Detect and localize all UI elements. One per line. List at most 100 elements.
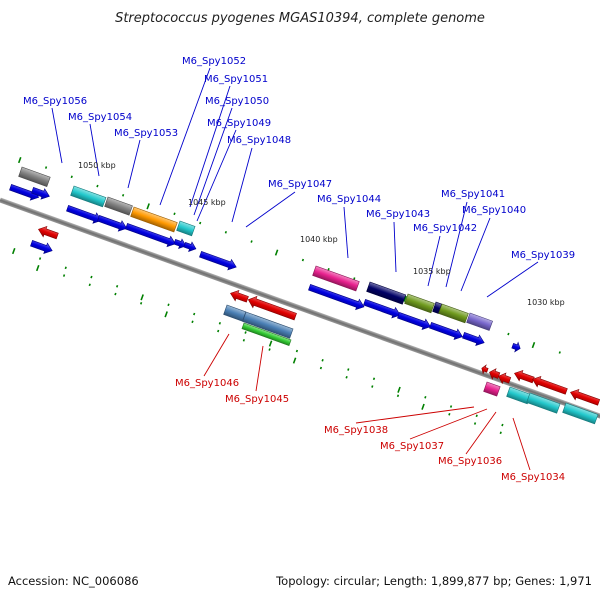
scale-tick xyxy=(473,422,477,425)
scale-tick xyxy=(121,193,125,197)
forward-cds-arrow[interactable] xyxy=(363,297,402,320)
protein-domain-block[interactable] xyxy=(366,281,407,305)
scale-tick xyxy=(501,423,504,427)
gene-label-m6-spy1052[interactable]: M6_Spy1052 xyxy=(182,56,246,67)
feature-shape xyxy=(562,402,599,425)
feature-shape xyxy=(363,299,401,319)
gene-label-m6-spy1040[interactable]: M6_Spy1040 xyxy=(462,205,526,216)
gene-label-m6-spy1056[interactable]: M6_Spy1056 xyxy=(23,96,87,107)
feature-shape xyxy=(466,312,493,331)
protein-domain-block[interactable] xyxy=(404,293,435,314)
protein-domain-block[interactable] xyxy=(526,392,561,414)
forward-cds-arrow[interactable] xyxy=(183,240,198,253)
forward-cds-arrow[interactable] xyxy=(30,238,54,256)
forward-cds-arrow[interactable] xyxy=(66,203,104,226)
protein-domain-block[interactable] xyxy=(130,206,178,233)
forward-cds-arrow[interactable] xyxy=(462,330,486,348)
scale-tick xyxy=(114,292,117,296)
reverse-cds-arrow[interactable] xyxy=(569,387,600,408)
reverse-cds-arrow[interactable] xyxy=(497,371,512,385)
scale-tick xyxy=(424,395,427,399)
scale-tick xyxy=(218,321,221,325)
reverse-cds-arrow[interactable] xyxy=(531,374,569,397)
forward-cds-arrow[interactable] xyxy=(511,341,522,353)
gene-label-m6-spy1042[interactable]: M6_Spy1042 xyxy=(413,223,477,234)
gene-label-m6-spy1047[interactable]: M6_Spy1047 xyxy=(268,179,332,190)
feature-shape xyxy=(31,187,50,200)
gene-label-m6-spy1037[interactable]: M6_Spy1037 xyxy=(380,441,444,452)
forward-cds-arrow[interactable] xyxy=(308,282,366,312)
leader-line xyxy=(393,221,397,273)
label-leader-lines xyxy=(51,67,539,471)
forward-cds-arrow[interactable] xyxy=(397,310,433,332)
reverse-cds-arrow[interactable] xyxy=(246,294,297,322)
feature-shape xyxy=(506,386,532,405)
feature-layer xyxy=(9,166,600,425)
feature-shape xyxy=(97,215,128,232)
leader-line xyxy=(460,217,491,292)
protein-domain-block[interactable] xyxy=(466,312,493,331)
leader-line xyxy=(355,406,475,424)
scale-tick xyxy=(321,358,324,362)
scale-tick xyxy=(448,412,451,416)
reverse-cds-arrow[interactable] xyxy=(488,367,501,381)
gene-label-m6-spy1048[interactable]: M6_Spy1048 xyxy=(227,135,291,146)
forward-cds-arrow[interactable] xyxy=(125,221,178,249)
kbp-label-1040: 1040 kbp xyxy=(300,235,338,244)
feature-shape xyxy=(404,293,435,314)
scale-tick xyxy=(403,295,407,302)
gene-label-m6-spy1039[interactable]: M6_Spy1039 xyxy=(511,250,575,261)
protein-domain-block[interactable] xyxy=(223,304,247,322)
protein-domain-block[interactable] xyxy=(70,185,107,208)
gene-label-m6-spy1044[interactable]: M6_Spy1044 xyxy=(317,194,381,205)
forward-cds-arrow[interactable] xyxy=(31,185,52,201)
scale-tick xyxy=(173,212,176,216)
reverse-cds-arrow[interactable] xyxy=(480,364,489,375)
gene-label-m6-spy1054[interactable]: M6_Spy1054 xyxy=(68,112,132,123)
gene-label-m6-spy1036[interactable]: M6_Spy1036 xyxy=(438,456,502,467)
protein-domain-block[interactable] xyxy=(176,220,196,237)
gene-label-m6-spy1038[interactable]: M6_Spy1038 xyxy=(324,425,388,436)
reverse-cds-arrow[interactable] xyxy=(37,224,60,241)
forward-cds-arrow[interactable] xyxy=(173,237,188,250)
scale-tick xyxy=(295,349,299,353)
gene-label-m6-spy1041[interactable]: M6_Spy1041 xyxy=(441,189,505,200)
forward-cds-arrow[interactable] xyxy=(429,320,465,342)
scale-tick xyxy=(44,166,48,169)
feature-shape xyxy=(570,388,600,406)
topology-text: Topology: circular; Length: 1,899,877 bp… xyxy=(275,574,592,588)
reverse-cds-arrow[interactable] xyxy=(229,288,250,304)
protein-domain-block[interactable] xyxy=(312,265,360,292)
gene-label-m6-spy1043[interactable]: M6_Spy1043 xyxy=(366,209,430,220)
protein-domain-block[interactable] xyxy=(562,402,599,425)
scale-tick xyxy=(90,275,93,279)
protein-domain-block[interactable] xyxy=(104,196,133,216)
scale-tick xyxy=(397,386,401,393)
leader-line xyxy=(343,206,349,259)
feature-shape xyxy=(199,251,237,271)
protein-domain-block[interactable] xyxy=(483,381,501,397)
gene-label-m6-spy1051[interactable]: M6_Spy1051 xyxy=(204,74,268,85)
protein-domain-block[interactable] xyxy=(241,322,292,346)
protein-domain-block[interactable] xyxy=(506,386,532,405)
feature-shape xyxy=(242,311,294,339)
gene-label-m6-spy1045[interactable]: M6_Spy1045 xyxy=(225,394,289,405)
gene-label-m6-spy1034[interactable]: M6_Spy1034 xyxy=(501,472,565,483)
protein-domain-block[interactable] xyxy=(242,311,294,339)
gene-label-m6-spy1049[interactable]: M6_Spy1049 xyxy=(207,118,271,129)
protein-domain-block[interactable] xyxy=(18,166,51,187)
scale-tick xyxy=(475,414,478,418)
gene-label-m6-spy1050[interactable]: M6_Spy1050 xyxy=(205,96,269,107)
forward-cds-arrow[interactable] xyxy=(97,213,129,234)
leader-line xyxy=(127,139,141,189)
reverse-cds-arrow[interactable] xyxy=(513,368,536,385)
gene-label-m6-spy1053[interactable]: M6_Spy1053 xyxy=(114,128,178,139)
protein-domain-block[interactable] xyxy=(438,303,469,324)
gene-label-m6-spy1046[interactable]: M6_Spy1046 xyxy=(175,378,239,389)
forward-cds-arrow[interactable] xyxy=(199,249,238,272)
protein-domain-block[interactable] xyxy=(432,301,443,314)
scale-tick xyxy=(62,274,66,277)
scale-tick xyxy=(217,329,220,333)
feature-shape xyxy=(432,301,443,314)
leader-line xyxy=(189,85,231,208)
